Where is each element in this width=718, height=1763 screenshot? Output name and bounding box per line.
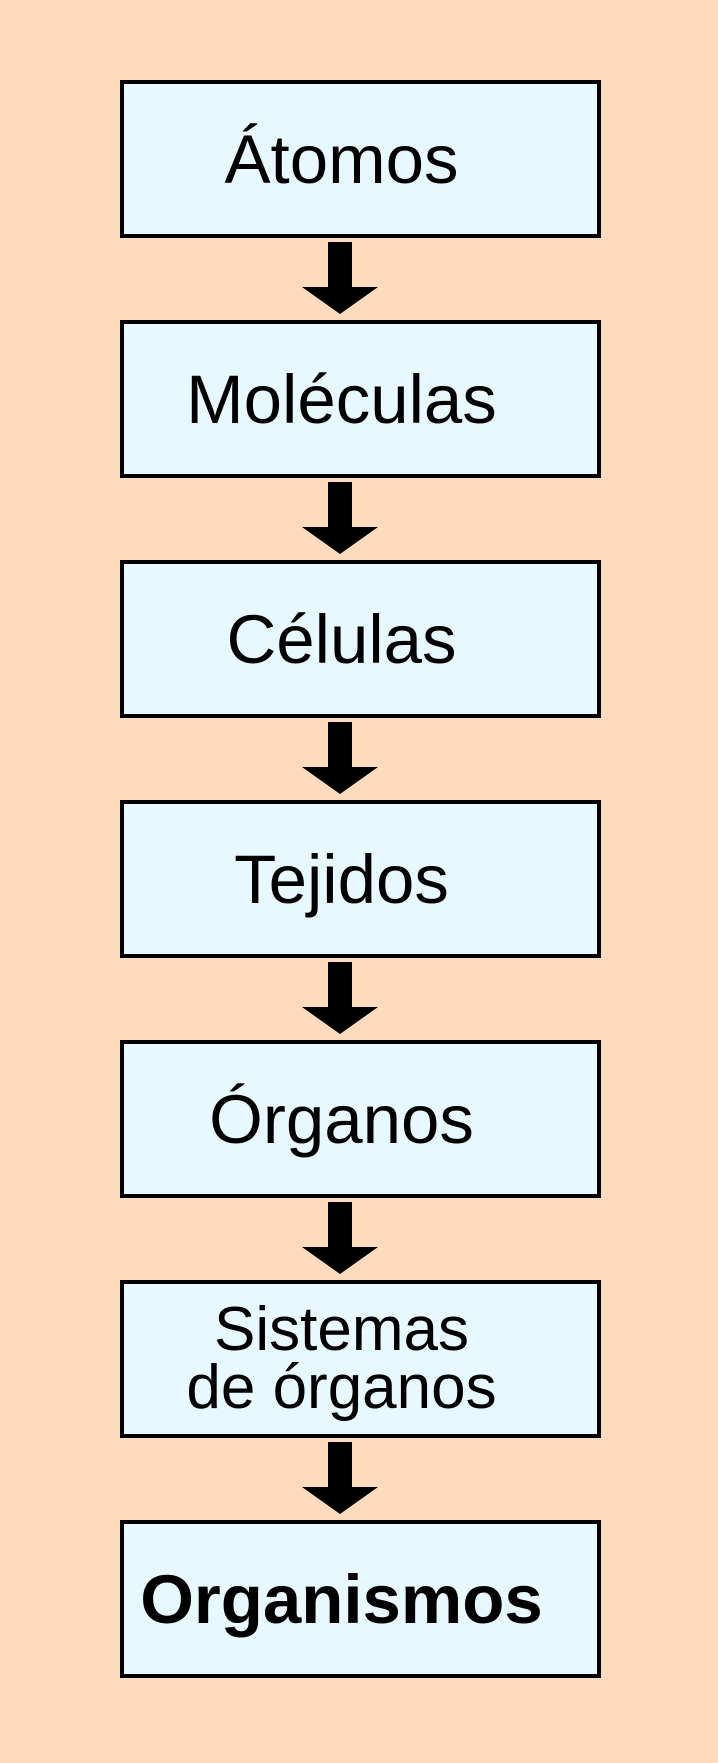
level-label-tejidos: Tejidos <box>234 840 449 918</box>
down-arrow-icon <box>302 1202 378 1274</box>
level-box-moleculas: Moléculas <box>120 320 601 478</box>
level-box-atomos: Átomos <box>120 80 601 238</box>
down-arrow-icon <box>302 242 378 314</box>
level-label-celulas: Células <box>226 600 457 678</box>
level-label-organismos: Organismos <box>140 1560 543 1638</box>
level-box-sistemas: Sistemas de órganos <box>120 1280 601 1438</box>
down-arrow-icon <box>302 1442 378 1514</box>
level-label-atomos: Átomos <box>224 120 459 198</box>
level-box-tejidos: Tejidos <box>120 800 601 958</box>
level-box-organismos: Organismos <box>120 1520 601 1678</box>
level-box-organos: Órganos <box>120 1040 601 1198</box>
level-label-organos: Órganos <box>209 1080 474 1158</box>
down-arrow-icon <box>302 722 378 794</box>
down-arrow-icon <box>302 962 378 1034</box>
level-label-moleculas: Moléculas <box>186 360 497 438</box>
level-box-celulas: Células <box>120 560 601 718</box>
down-arrow-icon <box>302 482 378 554</box>
level-label-sistemas: Sistemas de órganos <box>186 1295 497 1422</box>
